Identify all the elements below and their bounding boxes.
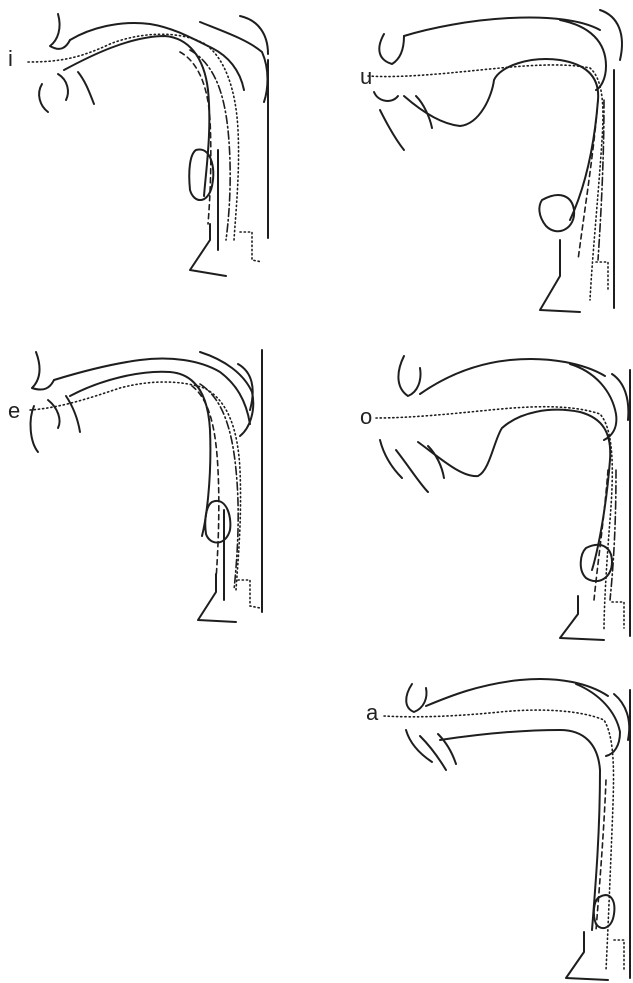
palate-outline — [420, 359, 605, 394]
tongue-outline — [70, 372, 210, 536]
tongue-outline — [418, 410, 610, 570]
vowel-diagram-o: o — [360, 356, 630, 640]
nasal-arc — [612, 374, 628, 420]
larynx-outline — [566, 932, 608, 980]
tongue-outline — [440, 730, 600, 930]
larynx-dotted — [238, 580, 260, 608]
upper-lip — [398, 356, 420, 396]
larynx-dotted — [596, 262, 608, 290]
larynx-outline — [560, 596, 604, 640]
lower-lip — [31, 396, 80, 452]
epiglottis — [189, 149, 213, 200]
vowel-label-a: a — [366, 700, 379, 725]
tongue-outline — [64, 36, 209, 196]
palate-outline — [70, 23, 244, 90]
tongue-alt-dashdot — [610, 470, 616, 600]
vowel-diagram-i: i — [8, 14, 268, 276]
larynx-dotted — [240, 232, 262, 262]
velum-outline — [570, 364, 616, 440]
tongue-alt-dashed — [192, 386, 219, 580]
nasal-arc — [614, 694, 629, 740]
larynx-outline — [190, 150, 226, 276]
larynx-outline — [540, 240, 580, 312]
vowel-diagram-e: e — [8, 350, 262, 622]
upper-lip — [406, 684, 426, 712]
tongue-alt-dashdot — [200, 384, 238, 590]
upper-lip — [379, 34, 404, 64]
palate-outline — [426, 679, 608, 706]
vowel-label-e: e — [8, 398, 20, 423]
airflow-line — [368, 65, 603, 300]
vowel-diagram-u: u — [360, 10, 622, 312]
airflow-line — [376, 407, 612, 630]
vowel-label-o: o — [360, 404, 372, 429]
lower-lip — [380, 440, 444, 492]
larynx-dotted — [612, 602, 624, 628]
upper-lip — [32, 352, 54, 390]
airflow-line — [384, 710, 614, 970]
lower-lip — [374, 92, 432, 150]
vowel-label-u: u — [360, 64, 372, 89]
lower-lip — [406, 730, 456, 770]
palate-outline — [54, 359, 250, 425]
epiglottis — [539, 195, 574, 231]
tongue-outline — [404, 59, 598, 220]
lower-lip — [39, 72, 94, 112]
nasal-arc — [240, 16, 268, 54]
larynx-dotted — [614, 940, 624, 970]
vowel-label-i: i — [8, 46, 13, 71]
velum-outline — [200, 22, 268, 102]
palate-outline — [404, 18, 600, 37]
upper-lip — [50, 14, 70, 49]
vowel-diagram-a: a — [366, 679, 630, 980]
